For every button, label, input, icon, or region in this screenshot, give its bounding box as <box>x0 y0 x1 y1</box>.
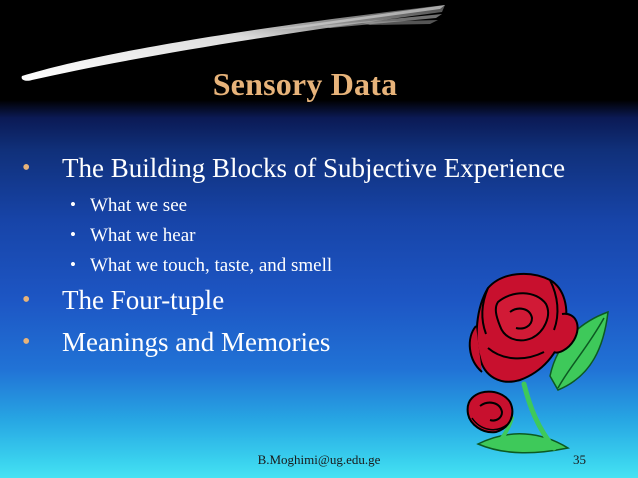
bullet-text: Meanings and Memories <box>62 327 331 357</box>
bullet-text: What we see <box>90 195 188 216</box>
bullet-item: • The Building Blocks of Subjective Exper… <box>22 153 565 184</box>
slide-title: Sensory Data <box>212 66 398 102</box>
bullet-marker: • <box>22 287 31 313</box>
sub-bullet-item: • What we see <box>70 195 187 217</box>
sub-bullet-item: • What we hear <box>70 225 196 247</box>
swoosh-decoration <box>21 5 445 81</box>
bullet-marker: • <box>22 329 31 355</box>
footer-email: B.Moghimi@ug.edu.ge <box>257 452 381 467</box>
bullet-item: • The Four-tuple <box>22 285 224 316</box>
bullet-marker: • <box>70 195 76 214</box>
bullet-marker: • <box>22 155 31 181</box>
page-number: 35 <box>573 452 586 467</box>
bullet-text: What we touch, taste, and smell <box>90 255 333 276</box>
sub-bullet-item: • What we touch, taste, and smell <box>70 255 332 277</box>
bullet-text: What we hear <box>90 225 196 246</box>
rose-clipart <box>466 272 609 454</box>
bullet-marker: • <box>70 225 76 244</box>
bullet-marker: • <box>70 255 76 274</box>
bullet-item: • Meanings and Memories <box>22 327 330 358</box>
bullet-text: The Four-tuple <box>62 285 225 315</box>
bullet-text: The Building Blocks of Subjective Experi… <box>62 153 566 183</box>
